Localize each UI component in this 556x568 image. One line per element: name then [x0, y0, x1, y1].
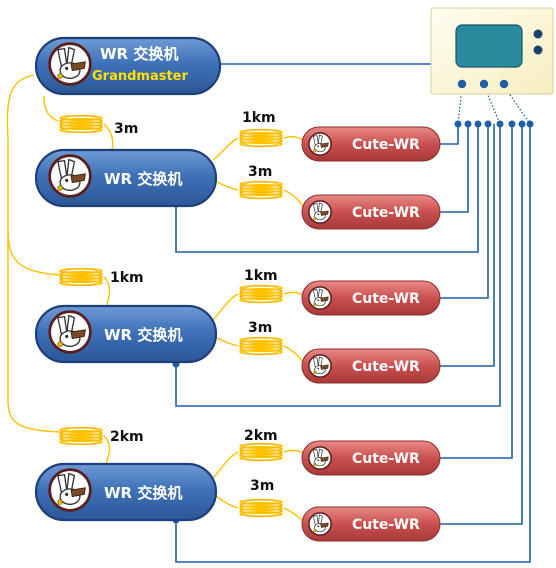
fiber-length-labels: 3m 1km 3m 1km 1km 3m 2km 2km 3m	[110, 110, 278, 494]
cable-cute-6	[440, 124, 523, 525]
cable-cute-4	[440, 124, 495, 367]
instrument-screen	[455, 24, 523, 68]
coil-sw1-b	[239, 180, 283, 200]
rabbit-logo-icon	[308, 354, 332, 378]
rabbit-logo-icon	[308, 512, 332, 536]
fiber-sw3-to-coil-a	[212, 451, 239, 479]
len-sw2-cute1: 1km	[244, 268, 278, 284]
wr-switch-1: WR 交换机	[34, 148, 218, 208]
cute-wr-node-4: Cute-WR	[301, 348, 441, 384]
instrument-knob-top	[533, 29, 543, 39]
bus-dot-3	[474, 120, 482, 128]
cute-label: Cute-WR	[352, 517, 420, 533]
cute-wr-node-5: Cute-WR	[301, 440, 441, 476]
coil-sw3-b	[239, 498, 283, 518]
fiber-gm-trunk	[6, 74, 61, 433]
probe-link-a	[457, 85, 463, 125]
grandmaster-label: Grandmaster	[92, 69, 189, 84]
bus-dot-5	[496, 120, 504, 128]
fiber-coil3-to-sw3	[103, 435, 111, 465]
rabbit-logo-icon	[308, 200, 332, 224]
coil-gm-sw1	[59, 114, 103, 134]
coil-sw3-a	[239, 442, 283, 462]
rabbit-logo-icon	[308, 446, 332, 470]
instrument-knob-bottom	[533, 45, 543, 55]
switch-label: WR 交换机	[104, 170, 182, 188]
bus-dot-2	[464, 120, 472, 128]
len-sw1-cute1: 1km	[242, 110, 276, 126]
cute-label: Cute-WR	[352, 205, 420, 221]
cute-wr-nodes: Cute-WR Cute-WR Cute-WR Cute-WR Cute-WR …	[301, 126, 441, 542]
switch-label: WR 交换机	[100, 45, 178, 63]
rabbit-logo-icon	[308, 132, 332, 156]
rabbit-logo-icon	[48, 42, 92, 86]
coil-gm-sw2	[59, 267, 103, 287]
rabbit-logo-icon	[48, 310, 92, 354]
cable-sw2	[175, 124, 501, 407]
rabbit-logo-icon	[308, 286, 332, 310]
cable-cute-5	[440, 124, 513, 459]
len-sw1-cute2: 3m	[248, 164, 272, 180]
measurement-cables	[175, 63, 531, 563]
cute-label: Cute-WR	[352, 137, 420, 153]
instrument-port-3	[499, 79, 509, 89]
fiber-coil2-to-sw2	[103, 276, 111, 309]
instrument-port-2	[479, 79, 489, 89]
switch-label: WR 交换机	[104, 326, 182, 344]
fiber-gm-to-sw2	[7, 229, 61, 276]
switch-label: WR 交换机	[104, 484, 182, 502]
cable-sw3	[175, 124, 531, 563]
bus-dot-4	[484, 120, 492, 128]
wr-switch-3: WR 交换机	[34, 462, 218, 522]
cute-wr-node-1: Cute-WR	[301, 126, 441, 162]
cable-cute-2	[440, 124, 469, 213]
measurement-instrument	[430, 7, 554, 95]
fiber-sw2-to-coil-a	[212, 293, 239, 321]
coil-sw1-a	[239, 128, 283, 148]
cable-cute-3	[440, 124, 489, 299]
cute-wr-node-6: Cute-WR	[301, 506, 441, 542]
bus-dot-1	[454, 120, 462, 128]
wr-switch-2: WR 交换机	[34, 304, 218, 364]
len-gm-sw2: 1km	[110, 270, 144, 286]
cable-sw1	[175, 124, 479, 253]
cute-wr-node-2: Cute-WR	[301, 194, 441, 230]
bus-dot-8	[526, 120, 534, 128]
rabbit-logo-icon	[48, 154, 92, 198]
len-sw2-cute2: 3m	[248, 320, 272, 336]
fiber-coil1-to-sw1	[103, 123, 114, 151]
cute-label: Cute-WR	[352, 291, 420, 307]
bus-dot-6	[508, 120, 516, 128]
len-gm-sw3: 2km	[110, 429, 144, 445]
cute-label: Cute-WR	[352, 451, 420, 467]
fiber-gm-to-sw1	[43, 95, 59, 122]
instrument-port-1	[457, 79, 467, 89]
len-gm-sw1: 3m	[114, 121, 138, 137]
len-sw3-cute2: 3m	[250, 478, 274, 494]
coil-gm-sw3	[59, 426, 103, 446]
coil-sw2-a	[239, 284, 283, 304]
cable-cute-1	[440, 124, 459, 145]
fiber-sw1-to-coil-a	[212, 137, 239, 161]
bus-dot-7	[518, 120, 526, 128]
cute-label: Cute-WR	[352, 359, 420, 375]
coil-sw2-b	[239, 336, 283, 356]
cute-wr-node-3: Cute-WR	[301, 280, 441, 316]
len-sw3-cute1: 2km	[244, 428, 278, 444]
rabbit-logo-icon	[48, 468, 92, 512]
grandmaster-switch: WR 交换机 Grandmaster	[34, 36, 222, 96]
